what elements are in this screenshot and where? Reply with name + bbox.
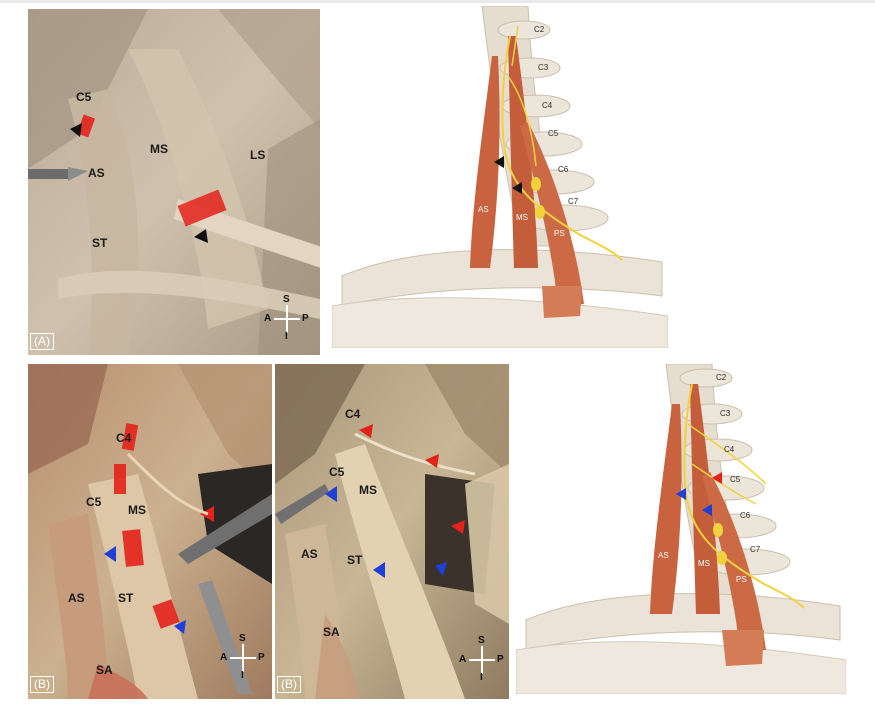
label-sa: SA: [96, 663, 113, 677]
neck-illustration-a: [332, 6, 668, 348]
illustration-panel-a: C2 C3 C4 C5 C6 C7 AS MS PS: [332, 6, 668, 348]
illustration-panel-b: C2 C3 C4 C5 C6 C7 AS MS PS: [516, 364, 846, 694]
vertebra-c7: C7: [750, 545, 761, 554]
label-c5: C5: [86, 495, 102, 509]
label-ms: MS: [128, 503, 146, 517]
orientation-compass: S A P I: [459, 635, 505, 683]
compass-p: P: [258, 652, 265, 663]
orientation-compass: S A P I: [264, 294, 310, 342]
photo-panel-b2: C4 C5 MS AS ST SA S A P I (B): [275, 364, 509, 699]
label-c5: C5: [76, 90, 92, 104]
label-c4: C4: [116, 431, 132, 445]
label-ms: MS: [150, 142, 168, 156]
muscle-ms: MS: [516, 213, 528, 222]
orientation-compass: S A P I: [220, 633, 266, 681]
vertebra-c3: C3: [720, 409, 731, 418]
compass-cross-icon: [274, 305, 300, 333]
compass-a: A: [459, 654, 467, 665]
label-sa: SA: [323, 625, 340, 639]
vertebra-c4: C4: [724, 445, 735, 454]
panel-tag-b1: (B): [30, 676, 54, 694]
label-st: ST: [347, 553, 363, 567]
label-as: AS: [301, 547, 318, 561]
vertebra-c4: C4: [542, 101, 553, 110]
photo-panel-b1: C4 C5 MS AS ST SA S A P I (B): [28, 364, 272, 699]
compass-cross-icon: [469, 646, 495, 674]
dissection-photo-b2: [275, 364, 509, 699]
compass-p: P: [302, 313, 309, 324]
panel-tag-a: (A): [30, 333, 54, 351]
muscle-as: AS: [478, 205, 489, 214]
vertebra-c5: C5: [548, 129, 559, 138]
compass-cross-icon: [230, 644, 256, 672]
muscle-as: AS: [658, 551, 669, 560]
vertebra-c3: C3: [538, 63, 549, 72]
label-as: AS: [68, 591, 85, 605]
vertebra-c7: C7: [568, 197, 579, 206]
compass-a: A: [220, 652, 228, 663]
top-divider: [0, 0, 875, 3]
panel-tag-b2: (B): [277, 676, 301, 694]
compass-i: I: [241, 670, 244, 681]
vertebra-c5: C5: [730, 475, 741, 484]
muscle-ps: PS: [554, 229, 565, 238]
vertebra-c6: C6: [740, 511, 751, 520]
label-as: AS: [88, 166, 105, 180]
neck-illustration-b: [516, 364, 846, 694]
compass-i: I: [480, 672, 483, 683]
label-c4: C4: [345, 407, 361, 421]
label-ms: MS: [359, 483, 377, 497]
muscle-ps: PS: [736, 575, 747, 584]
compass-a: A: [264, 313, 272, 324]
photo-panel-a: C5 AS MS LS ST S A P I (A): [28, 9, 320, 355]
compass-p: P: [497, 654, 504, 665]
compass-s: S: [283, 294, 290, 305]
vertebra-c6: C6: [558, 165, 569, 174]
label-c5: C5: [329, 465, 345, 479]
label-st: ST: [118, 591, 134, 605]
muscle-ms: MS: [698, 559, 710, 568]
dissection-photo-b1: [28, 364, 272, 699]
dissection-photo-a: [28, 9, 320, 355]
vertebra-c2: C2: [534, 25, 545, 34]
label-st: ST: [92, 236, 108, 250]
label-ls: LS: [250, 148, 266, 162]
compass-i: I: [285, 331, 288, 342]
vertebra-c2: C2: [716, 373, 727, 382]
compass-s: S: [239, 633, 246, 644]
compass-s: S: [478, 635, 485, 646]
